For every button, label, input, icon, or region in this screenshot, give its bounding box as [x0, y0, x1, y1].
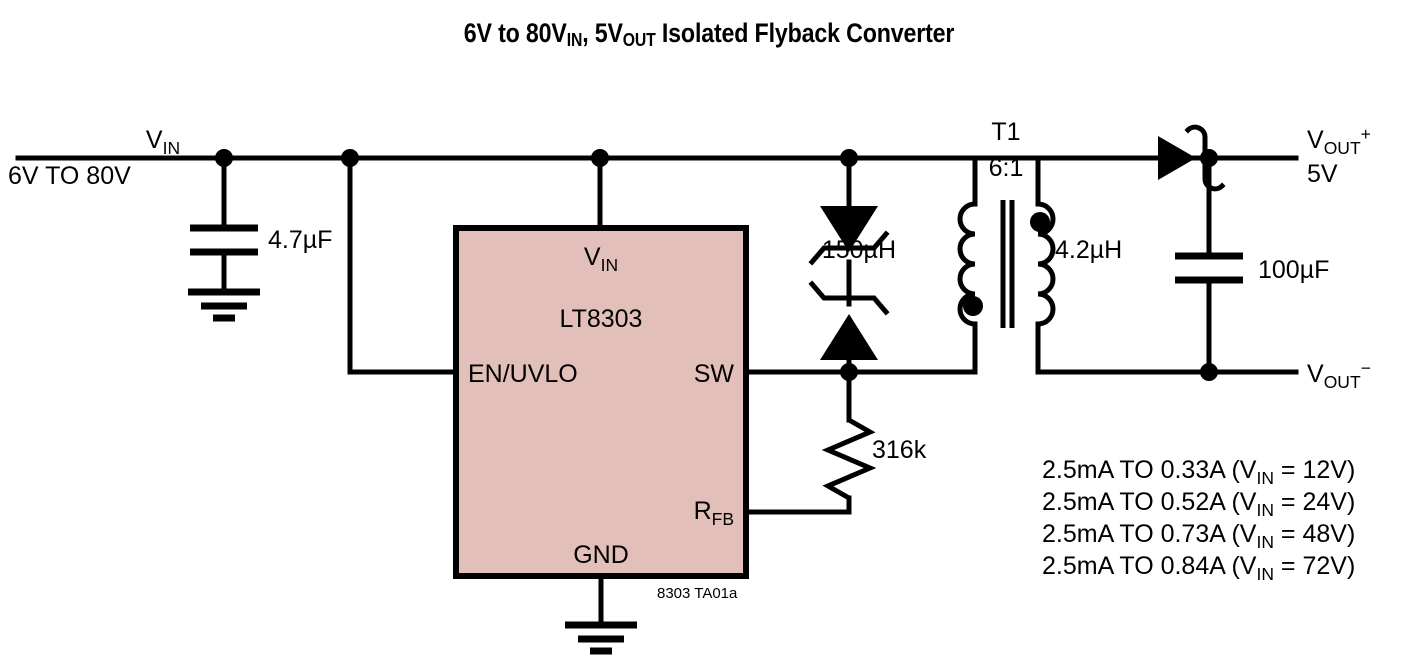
vout-neg-label: VOUT−	[1307, 358, 1371, 392]
vin-rail-label: VIN	[146, 126, 180, 158]
primary-inductance-label: 150µH	[822, 236, 896, 264]
title-sub-in: IN	[566, 29, 583, 51]
title-part-3: Isolated Flyback Converter	[655, 18, 955, 48]
ic-pin-label-rfb: RFB	[694, 497, 734, 529]
transformer-designator: T1	[991, 118, 1020, 146]
current-spec-line-1: 2.5mA TO 0.52A (VIN = 24V)	[1042, 488, 1355, 520]
ic-pin-label-gnd: GND	[573, 541, 629, 569]
vin-range-label: 6V TO 80V	[8, 162, 131, 190]
transformer-primary-polarity-dot	[963, 296, 983, 316]
junction-dot-ic-vin	[591, 149, 609, 167]
title-part-2: , 5V	[582, 18, 623, 48]
title-part-1: 6V to 80V	[463, 18, 567, 48]
rfb-resistor-lead-bottom	[743, 495, 852, 515]
transformer-turns-ratio: 6:1	[989, 154, 1024, 182]
current-spec-line-3: 2.5mA TO 0.84A (VIN = 72V)	[1042, 552, 1355, 584]
output-cap-value: 100µF	[1258, 256, 1329, 284]
output-schottky-triangle	[1158, 136, 1196, 180]
en-uvlo-tie-wire	[347, 155, 459, 375]
current-spec-line-0: 2.5mA TO 0.33A (VIN = 12V)	[1042, 456, 1355, 488]
ic-pin-label-sw: SW	[694, 360, 735, 388]
ic-body-lt8303[interactable]	[453, 225, 749, 579]
transformer-secondary-lead-top	[1035, 155, 1161, 207]
transformer-secondary-winding	[1037, 201, 1056, 327]
clamp-zener-bar-upper	[808, 230, 890, 266]
transformer-secondary-lead-bottom	[1035, 321, 1212, 375]
rfb-resistor-value: 316k	[872, 436, 927, 464]
clamp-zener-bar-lower	[808, 280, 890, 316]
rfb-resistor-zigzag	[821, 417, 877, 501]
ic-part-number: LT8303	[560, 305, 643, 333]
clamp-diode-lower-triangle	[820, 314, 878, 360]
title-sub-out: OUT	[622, 29, 656, 51]
secondary-inductance-label: 4.2µH	[1055, 236, 1122, 264]
input-cap-value: 4.7µF	[268, 226, 332, 254]
footer-designator: 8303 TA01a	[657, 585, 738, 602]
vout-voltage-label: 5V	[1307, 160, 1338, 188]
ic-pin-label-vin: VIN	[584, 243, 618, 275]
transformer-primary-winding	[957, 201, 976, 327]
junction-dot-en-uvlo	[341, 149, 359, 167]
junction-dot-input-cap	[215, 149, 233, 167]
clamp-diode-upper-triangle	[820, 206, 878, 252]
vout-pos-label: VOUT+	[1307, 124, 1371, 158]
current-spec-line-2: 2.5mA TO 0.73A (VIN = 48V)	[1042, 520, 1355, 552]
transformer-secondary-polarity-dot	[1030, 212, 1050, 232]
ic-pin-label-en-uvlo: EN/UVLO	[468, 360, 578, 388]
page-title: 6V to 80VIN, 5VOUT Isolated Flyback Conv…	[99, 18, 1318, 51]
